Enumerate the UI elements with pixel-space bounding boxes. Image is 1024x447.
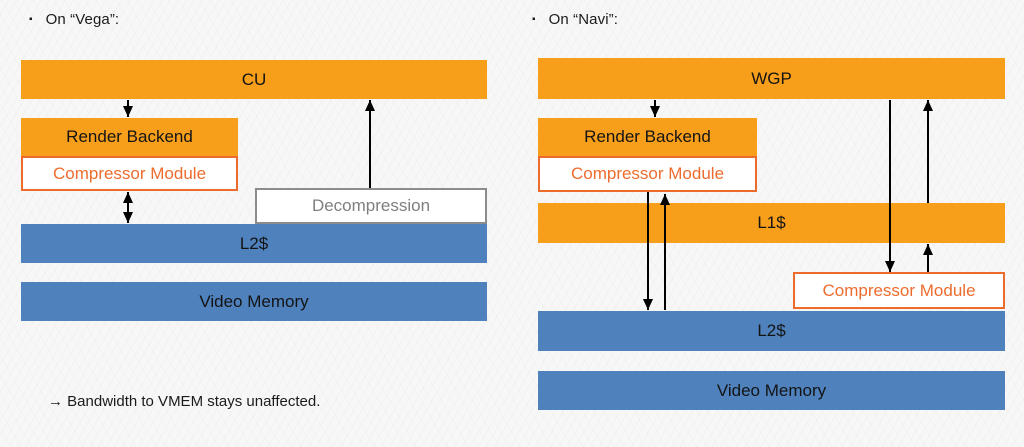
navi-compressor-module-rb-block: Compressor Module <box>538 156 757 192</box>
navi-arrow-l1-to-wgp <box>922 100 934 203</box>
vega-arrow-cu-to-render-backend <box>122 100 134 117</box>
navi-arrow-wgp-to-compressor-l2 <box>884 100 896 272</box>
vega-bullet-icon: ▪ <box>29 13 33 25</box>
navi-arrow-compressor-l2-to-l1 <box>922 244 934 272</box>
navi-compressor-module-l2-block: Compressor Module <box>793 272 1005 309</box>
vega-arrow-compressor-to-l2-bidirectional <box>122 192 134 223</box>
arrow-line <box>647 192 649 310</box>
arrow-head-down-icon <box>650 106 660 117</box>
navi-render-backend-block: Render Backend <box>538 118 757 156</box>
arrow-line <box>127 192 129 223</box>
arrow-head-down-icon <box>643 299 653 310</box>
arrow-line <box>927 100 929 203</box>
vega-bandwidth-note: → Bandwidth to VMEM stays unaffected. <box>48 393 321 410</box>
vega-render-backend-block: Render Backend <box>21 118 238 156</box>
vega-heading-label: On “Vega”: <box>45 11 120 28</box>
vega-video-memory-block: Video Memory <box>21 282 487 321</box>
navi-heading: ▪ On “Navi”: <box>532 11 618 28</box>
vega-decompression-block: Decompression <box>255 188 487 224</box>
arrow-head-up-icon <box>123 192 133 203</box>
vega-l2-cache-block: L2$ <box>21 224 487 263</box>
vega-cu-block: CU <box>21 60 487 99</box>
navi-l1-cache-block: L1$ <box>538 203 1005 243</box>
arrow-line <box>927 244 929 272</box>
arrow-line <box>369 100 371 188</box>
navi-arrow-wgp-to-render-backend <box>649 100 661 117</box>
arrow-head-up-icon <box>923 100 933 111</box>
navi-arrow-compressor-rb-to-l2 <box>642 192 654 310</box>
navi-heading-label: On “Navi”: <box>548 11 618 28</box>
arrow-line <box>889 100 891 272</box>
arrow-head-up-icon <box>923 244 933 255</box>
vega-compressor-module-block: Compressor Module <box>21 156 238 191</box>
navi-wgp-block: WGP <box>538 58 1005 99</box>
arrow-head-down-icon <box>123 212 133 223</box>
arrow-head-up-icon <box>660 194 670 205</box>
vega-heading: ▪ On “Vega”: <box>29 11 119 28</box>
arrow-line <box>664 194 666 310</box>
navi-bullet-icon: ▪ <box>532 13 536 25</box>
arrow-head-up-icon <box>365 100 375 111</box>
arrow-head-down-icon <box>885 261 895 272</box>
navi-l2-cache-block: L2$ <box>538 311 1005 351</box>
vega-arrow-decompression-to-cu <box>364 100 376 188</box>
arrow-head-down-icon <box>123 106 133 117</box>
navi-arrow-l2-to-compressor-rb <box>659 194 671 310</box>
navi-video-memory-block: Video Memory <box>538 371 1005 410</box>
